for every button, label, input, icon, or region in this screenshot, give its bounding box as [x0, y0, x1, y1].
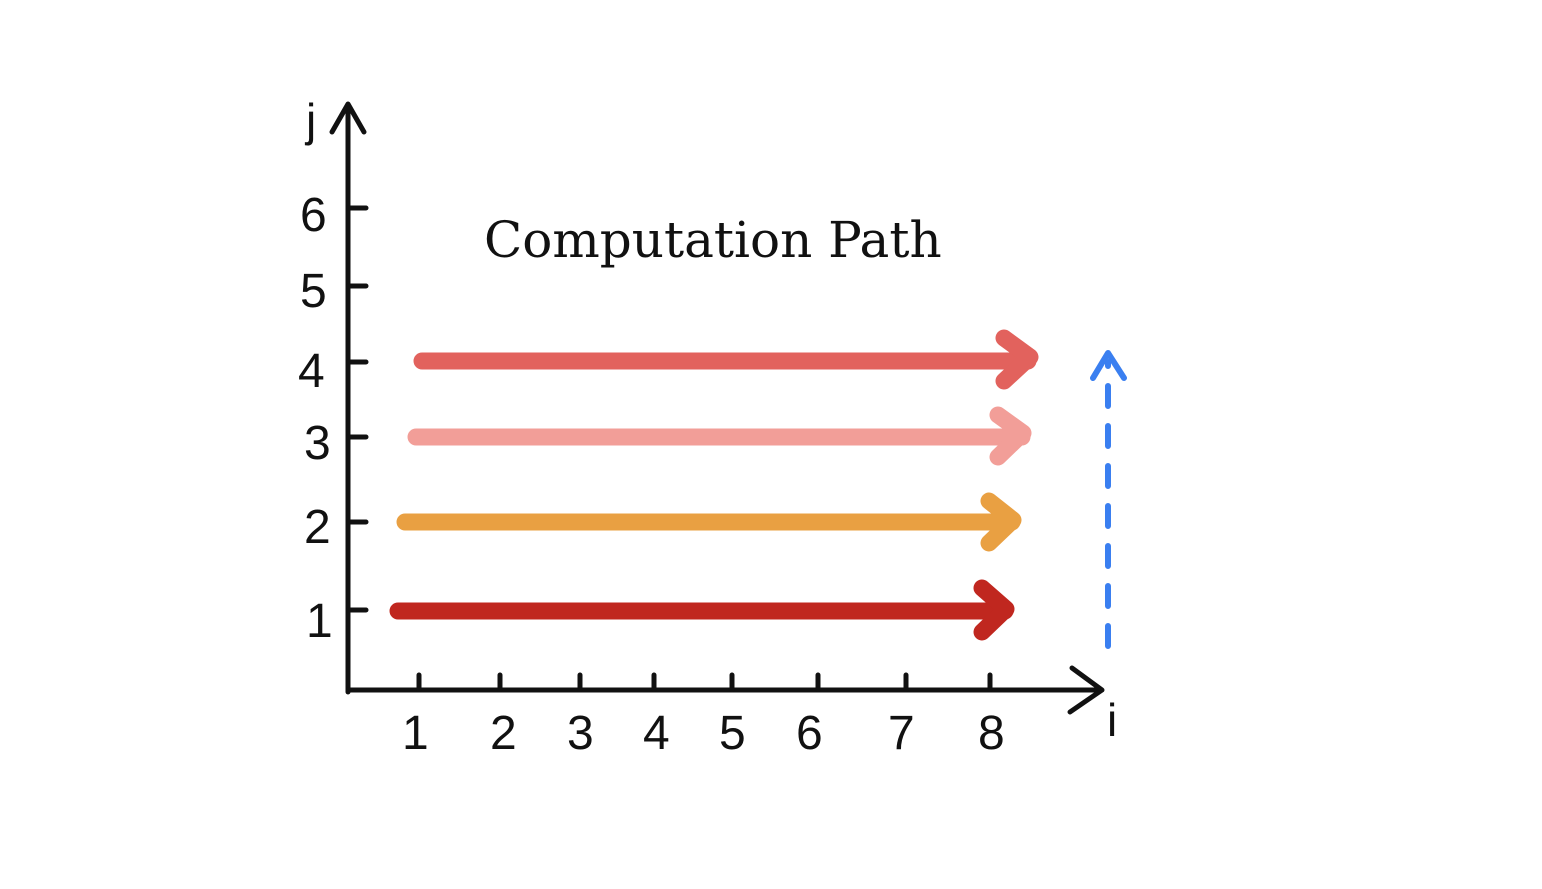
- y-axis-ticks: [345, 205, 369, 613]
- y-tick-label-6: 6: [300, 189, 327, 242]
- x-tick-label-1: 1: [402, 707, 429, 760]
- x-tick-label-6: 6: [796, 707, 823, 760]
- x-axis-label: i: [1107, 694, 1117, 746]
- row-arrow-j1-head: [973, 579, 1015, 641]
- x-tick-label-2: 2: [490, 707, 517, 760]
- row-arrow-j3: [407, 406, 1032, 466]
- progress-arrow-head: [1090, 350, 1127, 381]
- y-axis-tick-labels: 1 2 3 4 5 6: [298, 189, 333, 648]
- x-axis-arrowhead: [1067, 665, 1105, 715]
- y-tick-label-5: 5: [300, 265, 327, 318]
- row-arrow-j2: [396, 492, 1022, 552]
- row-arrow-j4-head: [995, 329, 1039, 390]
- x-tick-label-3: 3: [567, 707, 594, 760]
- row-arrow-j2-head: [980, 492, 1022, 552]
- x-tick-label-4: 4: [643, 707, 670, 760]
- y-axis-arrowhead: [329, 101, 367, 135]
- y-tick-label-3: 3: [304, 417, 331, 470]
- x-tick-label-7: 7: [888, 707, 915, 760]
- row-arrow-j4: [413, 329, 1039, 390]
- y-tick-label-2: 2: [304, 501, 331, 554]
- y-tick-label-4: 4: [298, 345, 325, 398]
- x-tick-label-5: 5: [719, 707, 746, 760]
- y-tick-label-1: 1: [306, 595, 333, 648]
- diagram-title: Computation Path: [484, 211, 942, 269]
- x-axis-ticks: [416, 672, 993, 693]
- y-axis-label: j: [304, 94, 316, 146]
- progress-arrow-j: [1090, 350, 1127, 649]
- x-tick-label-8: 8: [978, 707, 1005, 760]
- row-arrow-j1: [389, 579, 1015, 641]
- x-axis-tick-labels: 1 2 3 4 5 6 7 8: [402, 707, 1005, 760]
- row-arrow-j3-head: [989, 406, 1032, 466]
